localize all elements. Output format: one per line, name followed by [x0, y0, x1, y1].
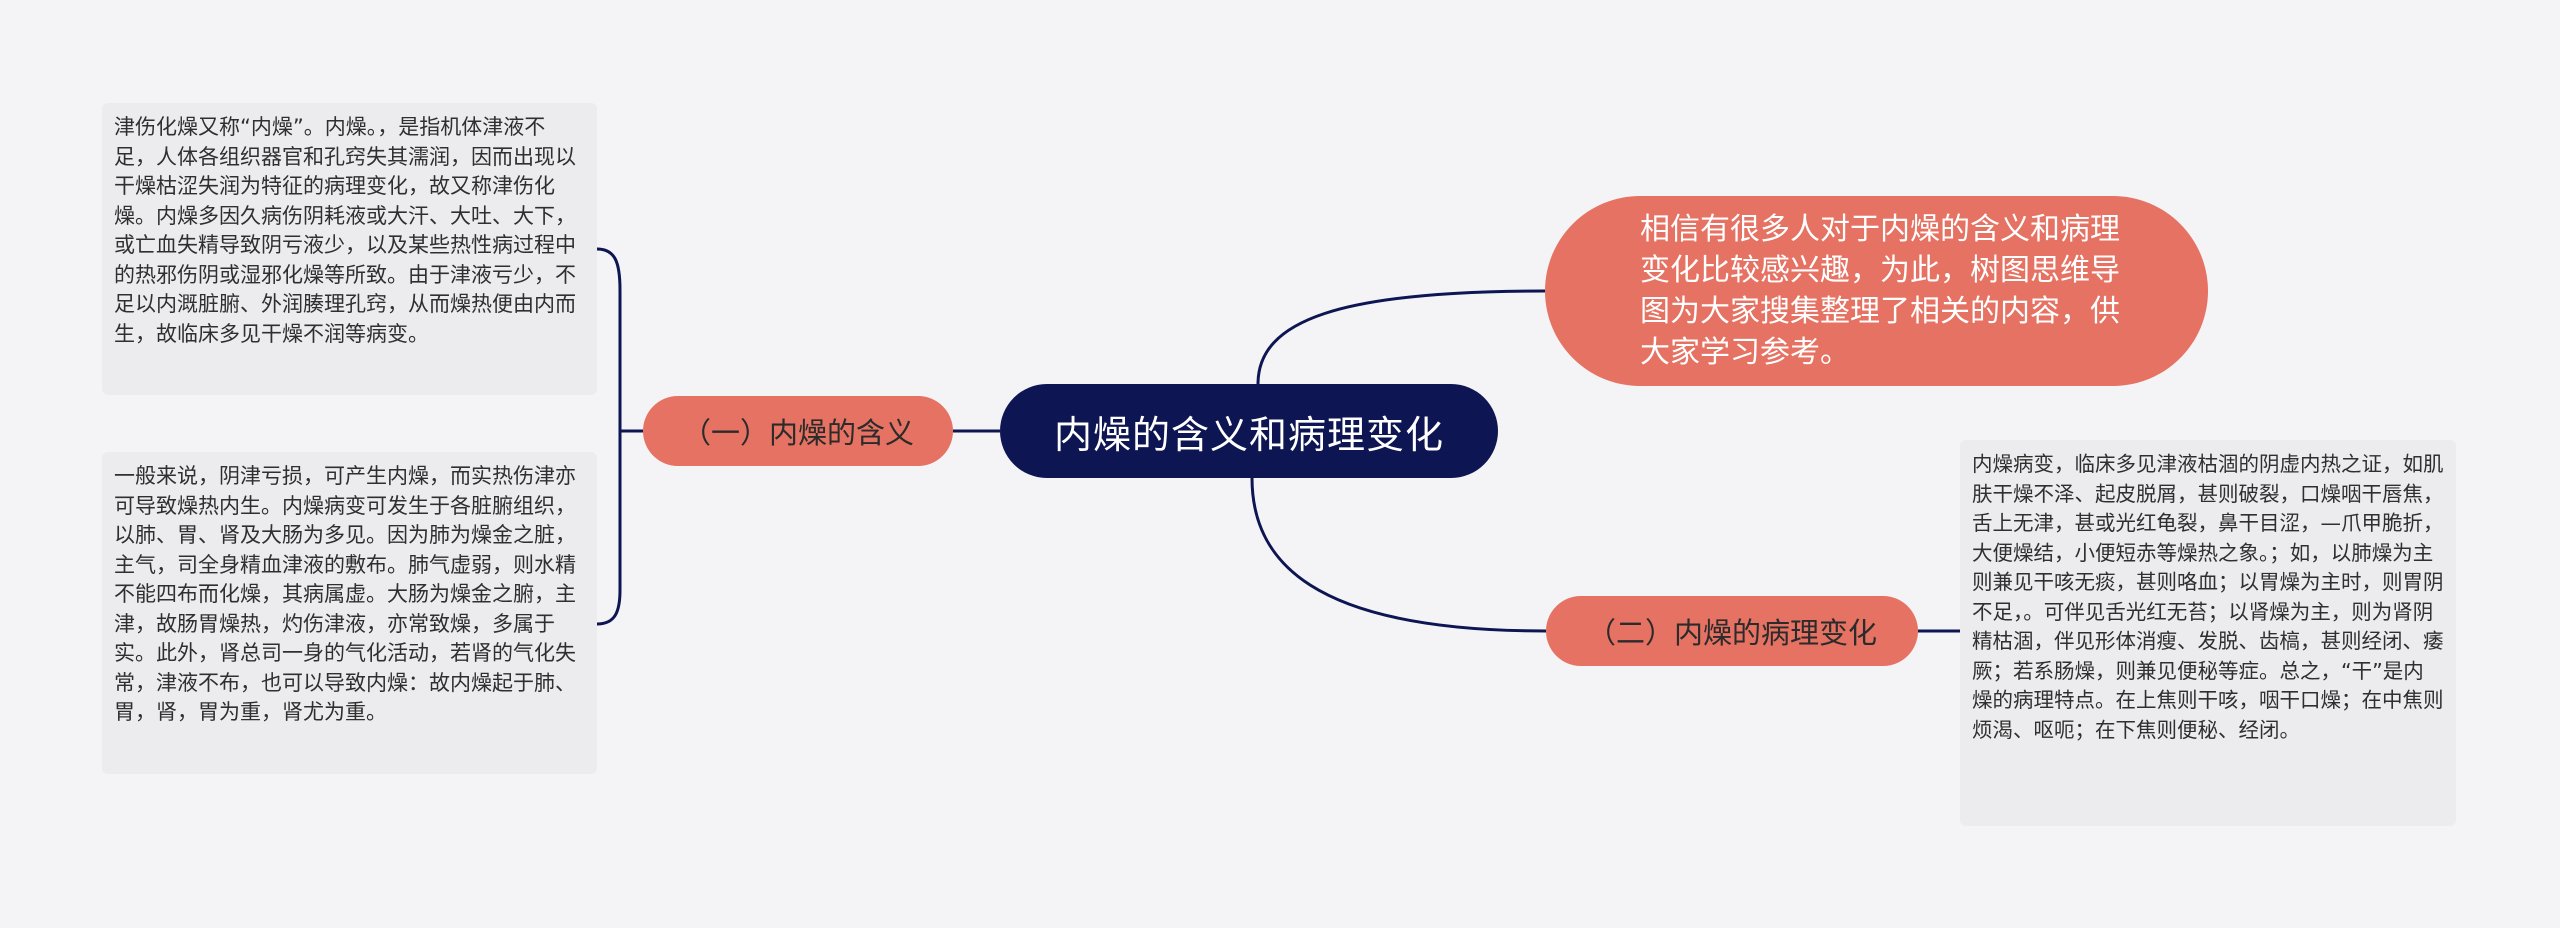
intro-topic[interactable]: 相信有很多人对于内燥的含义和病理变化比较感兴趣，为此，树图思维导图为大家搜集整理… — [1545, 196, 2208, 386]
leaf-topic-meaning-2[interactable]: 一般来说，阴津亏损，可产生内燥，而实热伤津亦可导致燥热内生。内燥病变可发生于各脏… — [102, 452, 597, 774]
connector-root-intro — [1256, 289, 1546, 385]
leaf-topic-pathology-1[interactable]: 内燥病变，临床多见津液枯涸的阴虚内热之证，如肌肤干燥不泽、起皮脱屑，甚则破裂，口… — [1960, 440, 2456, 826]
leaf-bracket-left — [596, 247, 622, 626]
leaf-topic-meaning-1[interactable]: 津伤化燥又称“内燥”。内燥。，是指机体津液不足，人体各组织器官和孔窍失其濡润，因… — [102, 103, 597, 395]
branch-topic-meaning[interactable]: （一）内燥的含义 — [643, 396, 953, 466]
connector-root-branch2 — [1250, 477, 1547, 633]
intro-text: 相信有很多人对于内燥的含义和病理变化比较感兴趣，为此，树图思维导图为大家搜集整理… — [1640, 212, 2120, 370]
root-topic[interactable]: 内燥的含义和病理变化 — [1000, 384, 1498, 478]
branch-topic-pathology[interactable]: （二）内燥的病理变化 — [1546, 596, 1918, 666]
